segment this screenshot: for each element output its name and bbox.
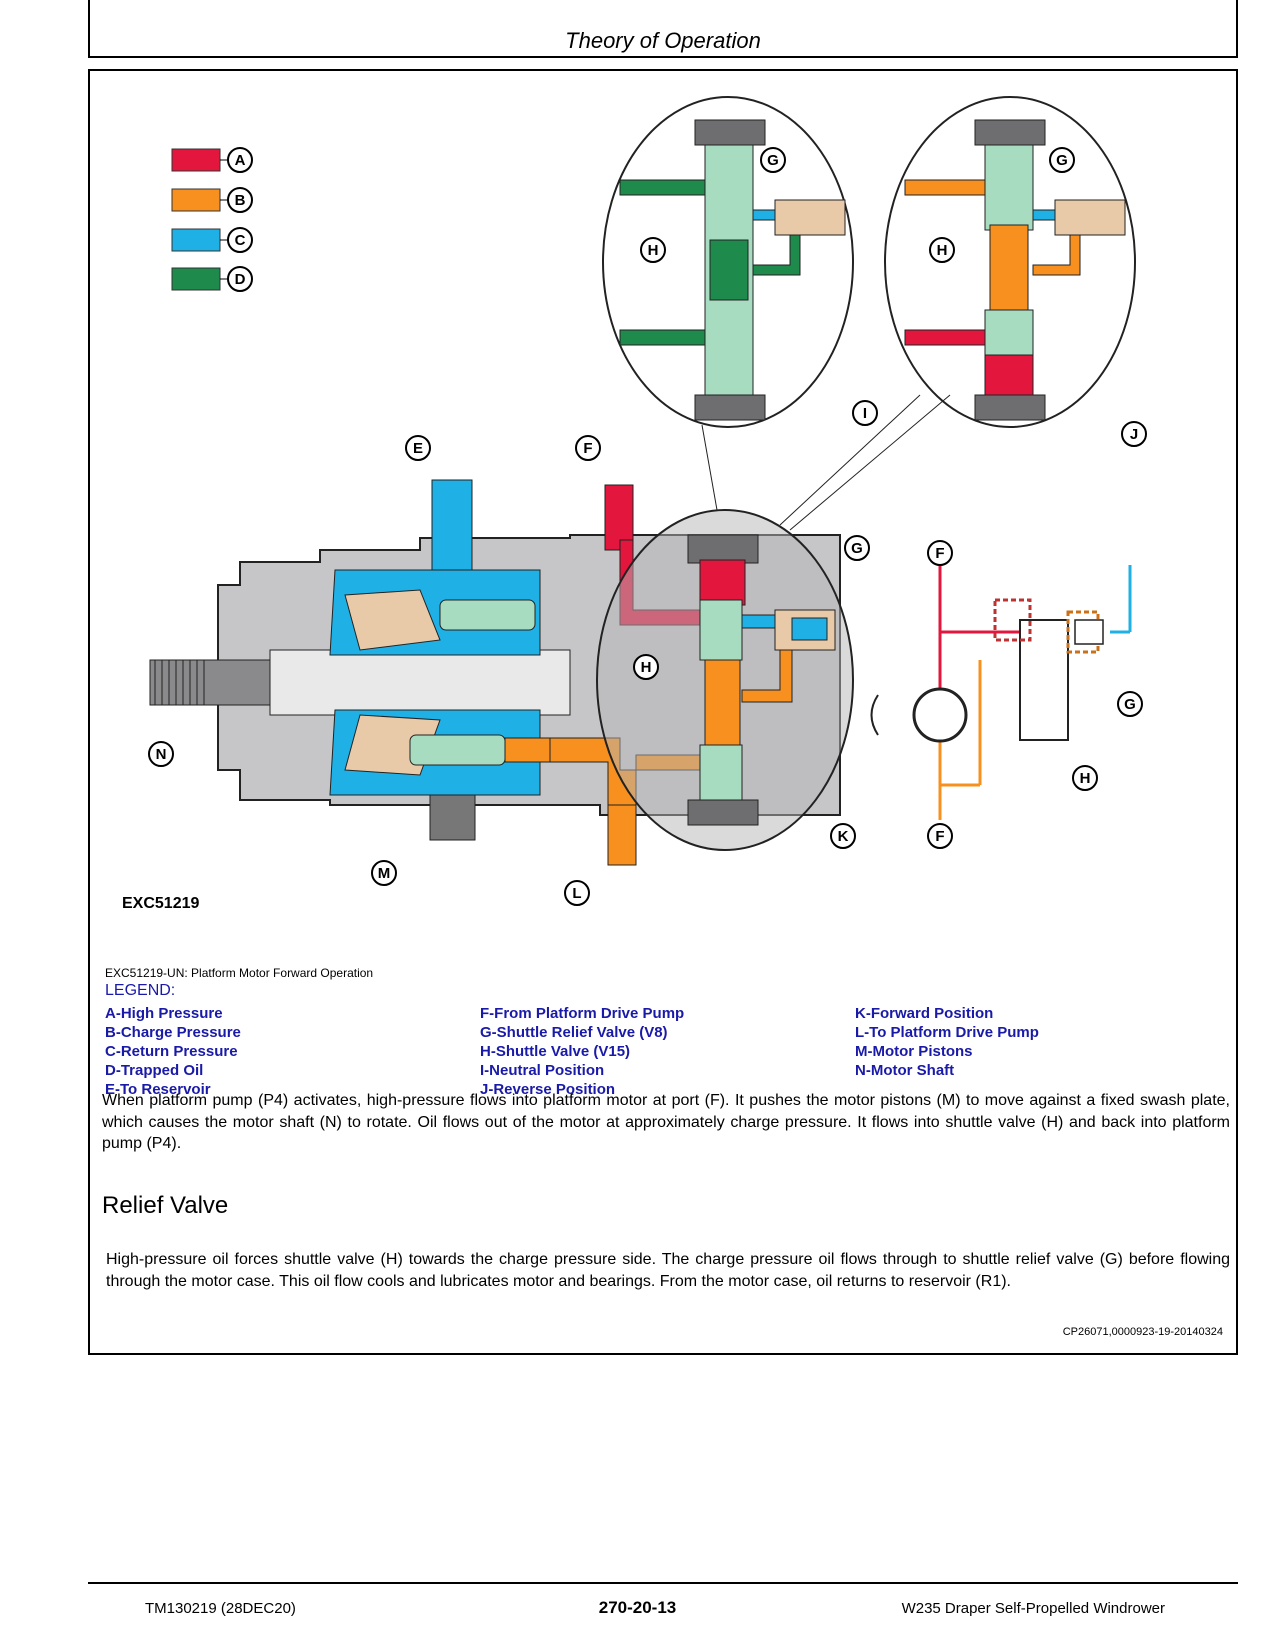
callout-l: L	[564, 880, 590, 906]
hydraulic-schematic	[870, 565, 1132, 820]
svg-text:H: H	[641, 659, 652, 676]
callout-n: N	[148, 741, 174, 767]
section-title: Relief Valve	[102, 1192, 229, 1219]
svg-text:H: H	[1080, 770, 1091, 787]
callout-e: E	[405, 435, 431, 461]
svg-text:B: B	[235, 192, 246, 209]
legend-item: A-High Pressure	[105, 1005, 223, 1022]
legend-item: J-Reverse Position	[480, 1081, 616, 1098]
figure-caption: EXC51219-UN: Platform Motor Forward Oper…	[105, 966, 374, 980]
callout-b: B	[227, 187, 253, 213]
legend-column-1: A-High Pressure B-Charge Pressure C-Retu…	[105, 1004, 241, 1099]
legend-title: LEGEND:	[105, 982, 176, 999]
motor-piston-upper	[439, 599, 536, 631]
legend-swatch-d	[171, 267, 221, 291]
hydraulic-diagram: A B C D E F F F G G G G H H H H I J K L M N	[148, 96, 1147, 906]
legend-item: K-Forward Position	[855, 1005, 994, 1022]
figure-id: EXC51219	[122, 895, 200, 912]
document-reference: CP26071,0000923-19-20140324	[1062, 1326, 1223, 1338]
svg-text:G: G	[1124, 696, 1136, 713]
legend-item: E-To Reservoir	[105, 1081, 211, 1098]
svg-text:N: N	[156, 746, 167, 763]
svg-text:I: I	[863, 405, 867, 422]
legend-item: D-Trapped Oil	[105, 1062, 204, 1079]
svg-text:G: G	[1056, 152, 1068, 169]
svg-text:F: F	[935, 545, 944, 562]
svg-text:J: J	[1130, 426, 1138, 443]
legend-item: F-From Platform Drive Pump	[480, 1005, 685, 1022]
svg-text:H: H	[937, 242, 948, 259]
svg-text:C: C	[235, 232, 246, 249]
legend-item: L-To Platform Drive Pump	[855, 1024, 1039, 1041]
svg-text:A: A	[235, 152, 246, 169]
motor-shaft	[269, 649, 571, 716]
callout-f: F	[575, 435, 601, 461]
paragraph-operation: When platform pump (P4) activates, high-…	[102, 1092, 1230, 1152]
legend-swatch-a	[171, 148, 221, 172]
callout-h: H	[640, 237, 666, 263]
legend-item: M-Motor Pistons	[855, 1043, 973, 1060]
callout-k: K	[830, 823, 856, 849]
callout-m: M	[371, 860, 397, 886]
svg-text:H: H	[648, 242, 659, 259]
inlet-port-f	[604, 484, 634, 551]
content-box	[88, 69, 1238, 1355]
callout-c: C	[227, 227, 253, 253]
svg-text:D: D	[235, 271, 246, 288]
forward-position-detail	[596, 509, 854, 851]
paragraph-relief-valve: High-pressure oil forces shuttle valve (…	[106, 1251, 1230, 1290]
legend-item: B-Charge Pressure	[105, 1024, 241, 1041]
svg-text:M: M	[378, 865, 391, 882]
legend-swatch-c	[171, 228, 221, 252]
callout-g: G	[760, 147, 786, 173]
callout-g: G	[1049, 147, 1075, 173]
footer-page-number: 270-20-13	[598, 1598, 677, 1617]
callout-a: A	[227, 147, 253, 173]
legend-column-2: F-From Platform Drive Pump G-Shuttle Rel…	[480, 1004, 684, 1099]
legend-item: H-Shuttle Valve (V15)	[480, 1043, 631, 1060]
motor-piston-lower	[409, 734, 506, 766]
callout-h: H	[1072, 765, 1098, 791]
reverse-position-detail	[884, 96, 1136, 428]
svg-text:K: K	[838, 828, 849, 845]
outlet-port-l	[607, 804, 637, 866]
legend-item: I-Neutral Position	[480, 1062, 605, 1079]
legend-column-3: K-Forward Position L-To Platform Drive P…	[855, 1004, 1039, 1080]
footer-product-name: W235 Draper Self-Propelled Windrower	[901, 1600, 1165, 1617]
neutral-position-detail	[602, 96, 854, 428]
footer-rule	[88, 1582, 1238, 1584]
footer-manual-id: TM130219 (28DEC20)	[145, 1600, 296, 1617]
callout-g: G	[1117, 691, 1143, 717]
motor-shaft-splines	[149, 659, 271, 706]
svg-text:F: F	[583, 440, 592, 457]
color-legend	[171, 148, 229, 291]
legend-item: N-Motor Shaft	[855, 1062, 955, 1079]
callout-j: J	[1121, 421, 1147, 447]
callout-g: G	[844, 535, 870, 561]
svg-text:G: G	[851, 540, 863, 557]
svg-text:F: F	[935, 828, 944, 845]
legend-swatch-b	[171, 188, 221, 212]
callout-d: D	[227, 266, 253, 292]
callout-f: F	[927, 540, 953, 566]
callout-f: F	[927, 823, 953, 849]
svg-text:L: L	[572, 885, 581, 902]
reservoir-port	[431, 479, 473, 571]
callout-h: H	[929, 237, 955, 263]
callout-i: I	[852, 400, 878, 426]
legend-item: G-Shuttle Relief Valve (V8)	[480, 1024, 668, 1041]
svg-text:G: G	[767, 152, 779, 169]
relief-valve-g	[791, 617, 828, 641]
svg-text:E: E	[413, 440, 423, 457]
page-header-title: Theory of Operation	[565, 28, 761, 53]
callout-h: H	[633, 654, 659, 680]
header-box: Theory of Operation	[88, 0, 1238, 58]
legend-item: C-Return Pressure	[105, 1043, 238, 1060]
